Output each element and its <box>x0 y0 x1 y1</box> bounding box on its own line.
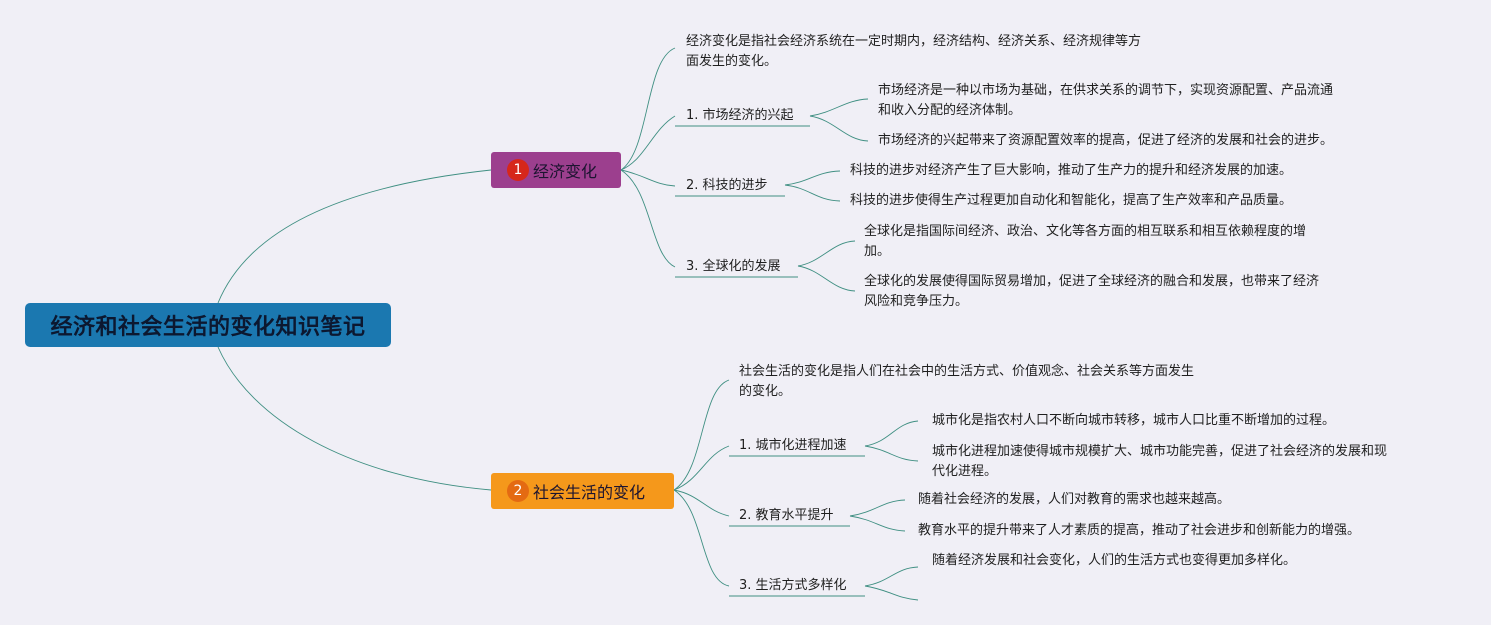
b2-t1-note-1[interactable]: 城市化是指农村人口不断向城市转移，城市人口比重不断增加的过程。 <box>932 411 1335 431</box>
text-line: 市场经济的兴起带来了资源配置效率的提高，促进了经济的发展和社会的进步。 <box>878 133 1334 148</box>
text-line: 的变化。 <box>739 384 792 399</box>
number-badge-icon: 1 <box>507 159 529 181</box>
text-line: 全球化是指国际间经济、政治、文化等各方面的相互联系和相互依赖程度的增 <box>864 224 1307 239</box>
b1-t1-note-1[interactable]: 市场经济是一种以市场为基础，在供求关系的调节下，实现资源配置、产品流通 和收入分… <box>878 81 1333 121</box>
text-line: 随着经济发展和社会变化，人们的生活方式也变得更加多样化。 <box>932 553 1297 568</box>
connector-b1-topic-3 <box>620 169 676 268</box>
branch-economy[interactable]: 1 经济变化 <box>491 152 621 188</box>
text-line: 科技的进步对经济产生了巨大影响，推动了生产力的提升和经济发展的加速。 <box>850 163 1293 178</box>
b2-t3-note-1[interactable]: 随着经济发展和社会变化，人们的生活方式也变得更加多样化。 <box>932 551 1296 571</box>
b2-topic-2[interactable]: 2. 教育水平提升 <box>739 508 834 523</box>
connector-b2-t1-note-2 <box>864 445 919 462</box>
root-topic[interactable]: 经济和社会生活的变化知识笔记 <box>25 303 391 347</box>
text-line: 加。 <box>864 244 891 259</box>
connector-b1-t1-note-2 <box>809 115 869 142</box>
connector-b2-t3-note-2 <box>864 585 919 601</box>
text-line: 科技的进步使得生产过程更加自动化和智能化，提高了生产效率和产品质量。 <box>850 193 1293 208</box>
connector-b1-t1-note-1 <box>809 98 869 117</box>
connector-b1-intro <box>620 47 676 171</box>
connector-b2-topic-2 <box>673 489 730 517</box>
connector-b1-topic-2 <box>620 169 676 187</box>
b1-t3-note-2[interactable]: 全球化的发展使得国际贸易增加，促进了全球经济的融合和发展，也带来了经济 风险和竞… <box>864 272 1319 312</box>
b2-t2-note-1[interactable]: 随着社会经济的发展，人们对教育的需求也越来越高。 <box>918 490 1230 510</box>
connector-b1-t3-note-2 <box>797 265 856 292</box>
connector-b2-t2-note-1 <box>849 499 906 517</box>
connector-b2-intro <box>673 379 730 491</box>
text-line: 城市化进程加速使得城市规模扩大、城市功能完善，促进了社会经济的发展和现 <box>932 444 1388 459</box>
connector-b2-topic-1 <box>673 445 730 491</box>
text-line: 社会生活的变化是指人们在社会中的生活方式、价值观念、社会关系等方面发生 <box>739 364 1195 379</box>
connector-root-branch-2 <box>217 346 492 491</box>
b1-t2-note-1[interactable]: 科技的进步对经济产生了巨大影响，推动了生产力的提升和经济发展的加速。 <box>850 161 1292 181</box>
text-line: 教育水平的提升带来了人才素质的提高，推动了社会进步和创新能力的增强。 <box>918 523 1361 538</box>
b1-topic-3[interactable]: 3. 全球化的发展 <box>686 259 781 274</box>
branch-label: 经济变化 <box>533 162 598 181</box>
connector-root-branch-1 <box>217 169 492 304</box>
text-line: 市场经济是一种以市场为基础，在供求关系的调节下，实现资源配置、产品流通 <box>878 83 1334 98</box>
b1-t3-note-1[interactable]: 全球化是指国际间经济、政治、文化等各方面的相互联系和相互依赖程度的增 加。 <box>864 222 1306 262</box>
text-line: 面发生的变化。 <box>686 54 778 69</box>
b1-t2-note-2[interactable]: 科技的进步使得生产过程更加自动化和智能化，提高了生产效率和产品质量。 <box>850 191 1292 211</box>
b1-topic-2[interactable]: 2. 科技的进步 <box>686 178 768 193</box>
b2-t2-note-2[interactable]: 教育水平的提升带来了人才素质的提高，推动了社会进步和创新能力的增强。 <box>918 521 1360 541</box>
text-line: 风险和竞争压力。 <box>864 294 969 309</box>
number-badge-icon: 2 <box>507 480 529 502</box>
b1-intro[interactable]: 经济变化是指社会经济系统在一定时期内，经济结构、经济关系、经济规律等方 面发生的… <box>686 32 1141 72</box>
connector-b1-t3-note-1 <box>797 240 856 267</box>
connector-b1-t2-note-1 <box>784 170 841 186</box>
connector-b2-topic-3 <box>673 489 730 587</box>
b2-t1-note-2[interactable]: 城市化进程加速使得城市规模扩大、城市功能完善，促进了社会经济的发展和现 代化进程… <box>932 442 1387 482</box>
branch-label: 社会生活的变化 <box>533 483 646 502</box>
connector-b1-topic-1 <box>620 115 676 171</box>
text-line: 经济变化是指社会经济系统在一定时期内，经济结构、经济关系、经济规律等方 <box>686 34 1142 49</box>
b2-topic-3[interactable]: 3. 生活方式多样化 <box>739 578 847 593</box>
text-line: 全球化的发展使得国际贸易增加，促进了全球经济的融合和发展，也带来了经济 <box>864 274 1320 289</box>
b2-intro[interactable]: 社会生活的变化是指人们在社会中的生活方式、价值观念、社会关系等方面发生 的变化。 <box>739 362 1194 402</box>
text-line: 随着社会经济的发展，人们对教育的需求也越来越高。 <box>918 492 1231 507</box>
b2-topic-1[interactable]: 1. 城市化进程加速 <box>739 438 847 453</box>
b1-t1-note-2[interactable]: 市场经济的兴起带来了资源配置效率的提高，促进了经济的发展和社会的进步。 <box>878 131 1333 151</box>
connector-b1-t2-note-2 <box>784 184 841 202</box>
connector-b2-t3-note-1 <box>864 566 919 587</box>
b1-topic-1[interactable]: 1. 市场经济的兴起 <box>686 108 794 123</box>
text-line: 和收入分配的经济体制。 <box>878 103 1022 118</box>
text-line: 代化进程。 <box>932 464 998 479</box>
connector-b2-t2-note-2 <box>849 515 906 532</box>
branch-social-life[interactable]: 2 社会生活的变化 <box>491 473 674 509</box>
text-line: 城市化是指农村人口不断向城市转移，城市人口比重不断增加的过程。 <box>932 413 1336 428</box>
connector-b2-t1-note-1 <box>864 420 919 447</box>
